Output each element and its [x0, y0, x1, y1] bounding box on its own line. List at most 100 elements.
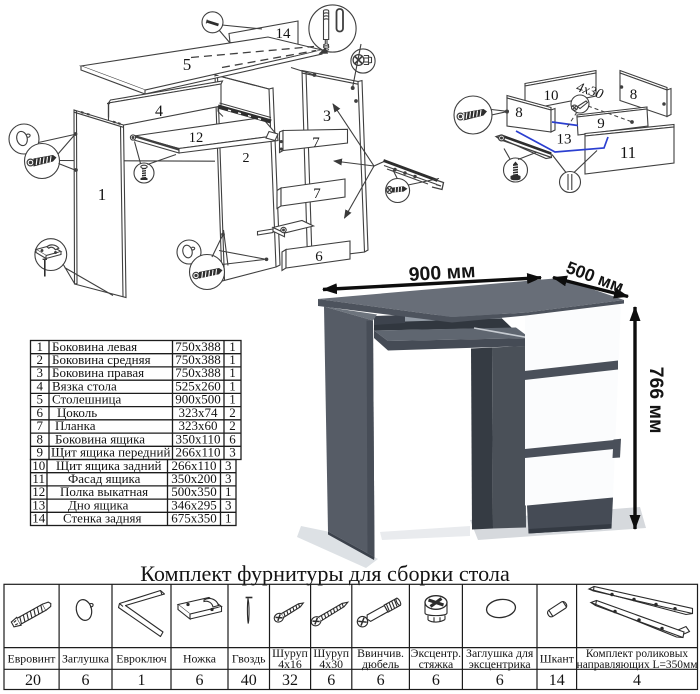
svg-text:стяжка: стяжка	[419, 657, 454, 671]
svg-text:Стенка задняя: Стенка задняя	[63, 511, 142, 526]
svg-text:Фасад ящика: Фасад ящика	[68, 471, 141, 486]
svg-text:5: 5	[36, 392, 43, 407]
svg-text:40: 40	[241, 672, 257, 689]
svg-text:7: 7	[36, 418, 43, 433]
svg-text:525x260: 525x260	[175, 379, 221, 394]
svg-text:6: 6	[496, 672, 504, 689]
svg-text:1: 1	[98, 185, 107, 204]
svg-text:900x500: 900x500	[175, 392, 221, 407]
svg-text:Евроключ: Евроключ	[116, 652, 167, 666]
svg-text:8: 8	[515, 105, 523, 121]
svg-text:4x16: 4x16	[278, 657, 302, 671]
svg-text:Боковина правая: Боковина правая	[52, 365, 144, 380]
svg-text:Шуруп: Шуруп	[272, 646, 308, 660]
svg-text:Щит ящика задний: Щит ящика задний	[56, 458, 162, 473]
svg-text:346x295: 346x295	[171, 497, 217, 512]
svg-text:750x388: 750x388	[175, 352, 221, 367]
svg-text:766 мм: 766 мм	[645, 367, 667, 434]
svg-text:266x110: 266x110	[171, 458, 216, 473]
svg-text:20: 20	[25, 672, 41, 689]
svg-text:Боковина левая: Боковина левая	[52, 339, 137, 354]
svg-text:6: 6	[377, 672, 385, 689]
svg-text:Шкант: Шкант	[540, 652, 574, 666]
svg-text:3: 3	[229, 445, 236, 460]
svg-text:323x60: 323x60	[179, 418, 218, 433]
svg-text:11: 11	[32, 471, 45, 486]
svg-text:эксцентрика: эксцентрика	[469, 657, 532, 671]
svg-text:3: 3	[225, 471, 232, 486]
svg-text:2: 2	[229, 405, 236, 420]
svg-text:323x74: 323x74	[179, 405, 219, 420]
svg-text:Заглушка: Заглушка	[62, 652, 110, 666]
svg-text:1: 1	[229, 379, 236, 394]
svg-text:14: 14	[32, 511, 46, 526]
svg-text:9: 9	[597, 116, 605, 132]
svg-text:1: 1	[229, 365, 236, 380]
svg-text:Гвоздь: Гвоздь	[232, 652, 266, 666]
svg-text:6: 6	[327, 672, 335, 689]
svg-text:266x110: 266x110	[175, 445, 220, 460]
svg-text:3: 3	[36, 365, 43, 380]
svg-text:Цоколь: Цоколь	[57, 405, 97, 420]
svg-text:Ножка: Ножка	[183, 652, 217, 666]
svg-text:1: 1	[225, 511, 232, 526]
svg-text:6: 6	[229, 431, 236, 446]
svg-text:8: 8	[36, 431, 43, 446]
svg-text:750x388: 750x388	[175, 339, 221, 354]
svg-text:10: 10	[544, 88, 559, 104]
svg-text:дюбель: дюбель	[362, 657, 400, 671]
svg-text:2: 2	[243, 151, 250, 166]
svg-text:32: 32	[282, 672, 298, 689]
svg-text:1: 1	[138, 672, 146, 689]
svg-text:2: 2	[229, 418, 236, 433]
svg-text:Боковина ящика: Боковина ящика	[55, 431, 145, 446]
svg-text:12: 12	[32, 484, 45, 499]
svg-text:направляющих L=350мм: направляющих L=350мм	[577, 659, 698, 671]
svg-text:9: 9	[36, 445, 43, 460]
svg-text:4: 4	[633, 672, 641, 689]
svg-text:6: 6	[36, 405, 43, 420]
svg-text:Комплект фурнитуры для сборки: Комплект фурнитуры для сборки стола	[140, 561, 510, 586]
svg-text:Комплект роликовых: Комплект роликовых	[586, 648, 688, 660]
svg-text:6: 6	[196, 672, 204, 689]
svg-text:7: 7	[312, 135, 320, 151]
svg-text:1: 1	[229, 392, 236, 407]
svg-text:12: 12	[189, 130, 204, 146]
svg-text:6: 6	[315, 249, 323, 265]
svg-text:13: 13	[32, 497, 45, 512]
svg-text:1: 1	[229, 352, 236, 367]
svg-text:Щит ящика передний: Щит ящика передний	[51, 445, 170, 460]
svg-text:Вязка стола: Вязка стола	[52, 379, 117, 394]
svg-text:13: 13	[557, 132, 572, 148]
svg-text:14: 14	[276, 26, 292, 42]
svg-text:10: 10	[32, 458, 45, 473]
svg-text:750x388: 750x388	[175, 365, 221, 380]
svg-text:Планка: Планка	[55, 418, 96, 433]
svg-text:1: 1	[225, 484, 232, 499]
svg-text:675x350: 675x350	[171, 511, 217, 526]
svg-text:5: 5	[183, 55, 192, 74]
svg-text:Ввинчив.: Ввинчив.	[357, 646, 404, 660]
svg-text:2: 2	[36, 352, 43, 367]
svg-text:11: 11	[620, 143, 636, 162]
svg-text:900 мм: 900 мм	[408, 260, 476, 286]
svg-text:Заглушка для: Заглушка для	[466, 646, 534, 660]
svg-text:4: 4	[36, 379, 43, 394]
svg-text:1: 1	[229, 339, 236, 354]
svg-text:6: 6	[82, 672, 90, 689]
svg-text:1: 1	[36, 339, 43, 354]
svg-text:3: 3	[225, 458, 232, 473]
svg-text:Дно ящика: Дно ящика	[68, 497, 129, 512]
svg-text:4: 4	[155, 103, 163, 120]
svg-text:500x350: 500x350	[171, 484, 217, 499]
svg-text:3: 3	[225, 497, 232, 512]
svg-text:Эксцентр.: Эксцентр.	[411, 646, 462, 660]
svg-text:8: 8	[630, 87, 638, 103]
svg-text:14: 14	[549, 672, 565, 689]
svg-text:7: 7	[313, 186, 321, 202]
svg-text:Евровинт: Евровинт	[8, 652, 56, 666]
svg-text:Боковина средняя: Боковина средняя	[52, 352, 151, 367]
svg-text:6: 6	[432, 672, 440, 689]
svg-text:Полка выкатная: Полка выкатная	[60, 484, 148, 499]
svg-text:Шуруп: Шуруп	[313, 646, 349, 660]
